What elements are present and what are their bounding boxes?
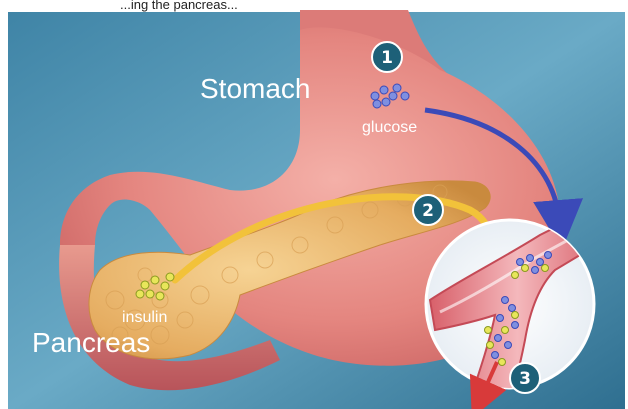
- step-number-3: 3: [519, 369, 531, 389]
- step-badge-2: 2: [413, 195, 443, 225]
- step-number-2: 2: [422, 201, 434, 221]
- step-badge-1: 1: [372, 42, 402, 72]
- label-glucose: glucose: [362, 119, 417, 136]
- label-insulin: insulin: [122, 309, 167, 326]
- step-number-1: 1: [381, 48, 393, 68]
- label-pancreas: Pancreas: [32, 327, 150, 358]
- step-badge-3: 3: [510, 363, 540, 393]
- label-stomach: Stomach: [200, 73, 311, 104]
- header-fragment: ...ing the pancreas...: [120, 0, 238, 12]
